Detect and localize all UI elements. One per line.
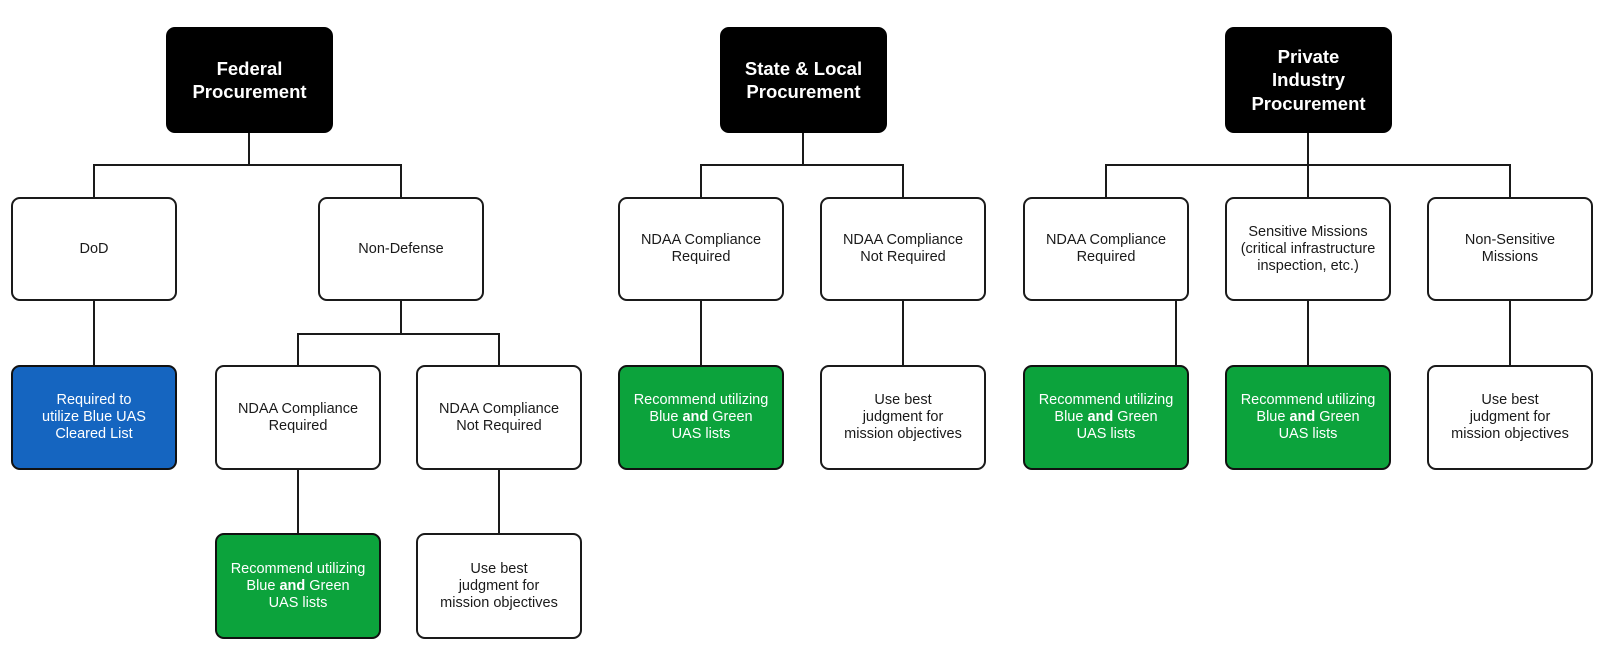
- result-line: UAS lists: [1278, 426, 1338, 442]
- result-line: Blue and Green: [231, 578, 366, 595]
- non-defense-node: Non-Defense: [318, 197, 484, 301]
- private-title-line: Private: [1277, 45, 1340, 67]
- result-line: Recommend utilizing: [1038, 392, 1174, 408]
- federal-ndaa-required-node: NDAA Compliance Required: [215, 365, 381, 470]
- node-label-line: Missions: [1481, 249, 1539, 265]
- node-label-line: NDAA Compliance: [842, 232, 964, 248]
- state-blue-green-result: Recommend utilizing Blue and Green UAS l…: [618, 365, 784, 470]
- result-line: UAS lists: [268, 594, 328, 611]
- node-label-line: Required: [1076, 249, 1136, 265]
- result-line: mission objectives: [440, 594, 558, 611]
- result-word-bold: and: [279, 577, 306, 594]
- dod-node: DoD: [11, 197, 177, 301]
- result-line: UAS lists: [671, 426, 731, 442]
- dod-blue-uas-result: Required to utilize Blue UAS Cleared Lis…: [11, 365, 177, 470]
- node-label-line: (critical infrastructure: [1240, 240, 1376, 257]
- result-line: Blue and Green: [1039, 409, 1174, 426]
- result-word: Blue: [649, 409, 679, 425]
- non-sensitive-best-judgment-result: Use best judgment for mission objectives: [1427, 365, 1593, 470]
- result-line: Required to: [56, 392, 132, 408]
- result-line: judgment for: [458, 577, 540, 594]
- node-label-line: Sensitive Missions: [1248, 223, 1368, 240]
- result-line: Blue and Green: [634, 409, 769, 426]
- result-line: Recommend utilizing: [633, 392, 769, 408]
- node-label-line: NDAA Compliance: [237, 400, 359, 417]
- result-word: Green: [712, 409, 753, 425]
- result-word: Blue: [246, 577, 276, 594]
- non-defense-label: Non-Defense: [358, 240, 444, 257]
- result-word-bold: and: [1087, 409, 1114, 425]
- state-local-procurement-node: State & Local Procurement: [720, 27, 887, 133]
- result-word-bold: and: [682, 409, 709, 425]
- node-label-line: Non-Sensitive: [1464, 232, 1556, 248]
- state-local-title-line: Procurement: [746, 81, 861, 102]
- federal-title-line: Procurement: [192, 81, 307, 102]
- private-industry-procurement-node: Private Industry Procurement: [1225, 27, 1392, 133]
- node-label-line: Required: [671, 249, 731, 265]
- node-label-line: Not Required: [456, 417, 542, 434]
- result-line: Recommend utilizing: [230, 560, 366, 577]
- dod-label: DoD: [79, 240, 109, 257]
- result-line: mission objectives: [1451, 426, 1569, 442]
- result-line: Blue and Green: [1241, 409, 1376, 426]
- result-line: Use best: [1481, 392, 1539, 408]
- result-line: UAS lists: [1076, 426, 1136, 442]
- node-label-line: NDAA Compliance: [1045, 232, 1167, 248]
- result-word: Blue: [1054, 409, 1084, 425]
- private-ndaa-required-node: NDAA Compliance Required: [1023, 197, 1189, 301]
- node-label-line: NDAA Compliance: [640, 232, 762, 248]
- result-word: Green: [309, 577, 350, 594]
- result-line: utilize Blue UAS: [42, 409, 146, 425]
- result-line: Recommend utilizing: [1240, 392, 1376, 408]
- federal-blue-green-result: Recommend utilizing Blue and Green UAS l…: [215, 533, 381, 639]
- result-word-bold: and: [1289, 409, 1316, 425]
- sensitive-blue-green-result: Recommend utilizing Blue and Green UAS l…: [1225, 365, 1391, 470]
- sensitive-missions-node: Sensitive Missions (critical infrastruct…: [1225, 197, 1391, 301]
- result-line: Use best: [874, 392, 932, 408]
- private-title-line: Procurement: [1251, 92, 1366, 114]
- state-best-judgment-result: Use best judgment for mission objectives: [820, 365, 986, 470]
- federal-title-line: Federal: [216, 57, 283, 79]
- result-line: judgment for: [1469, 409, 1551, 425]
- result-line: judgment for: [862, 409, 944, 425]
- node-label-line: Required: [268, 417, 328, 434]
- state-local-title-line: State & Local: [744, 57, 863, 79]
- node-label-line: NDAA Compliance: [438, 400, 560, 417]
- result-line: Cleared List: [55, 426, 133, 442]
- result-word: Blue: [1256, 409, 1286, 425]
- private-title-line: Industry: [1272, 69, 1345, 91]
- result-word: Green: [1117, 409, 1158, 425]
- private-ndaa-blue-green-result: Recommend utilizing Blue and Green UAS l…: [1023, 365, 1189, 470]
- federal-best-judgment-result: Use best judgment for mission objectives: [416, 533, 582, 639]
- non-sensitive-missions-node: Non-Sensitive Missions: [1427, 197, 1593, 301]
- node-label-line: inspection, etc.): [1257, 257, 1359, 274]
- state-ndaa-required-node: NDAA Compliance Required: [618, 197, 784, 301]
- federal-procurement-node: Federal Procurement: [166, 27, 333, 133]
- result-word: Green: [1319, 409, 1360, 425]
- result-line: Use best: [470, 560, 528, 577]
- federal-ndaa-not-required-node: NDAA Compliance Not Required: [416, 365, 582, 470]
- result-line: mission objectives: [844, 426, 962, 442]
- state-ndaa-not-required-node: NDAA Compliance Not Required: [820, 197, 986, 301]
- node-label-line: Not Required: [860, 249, 946, 265]
